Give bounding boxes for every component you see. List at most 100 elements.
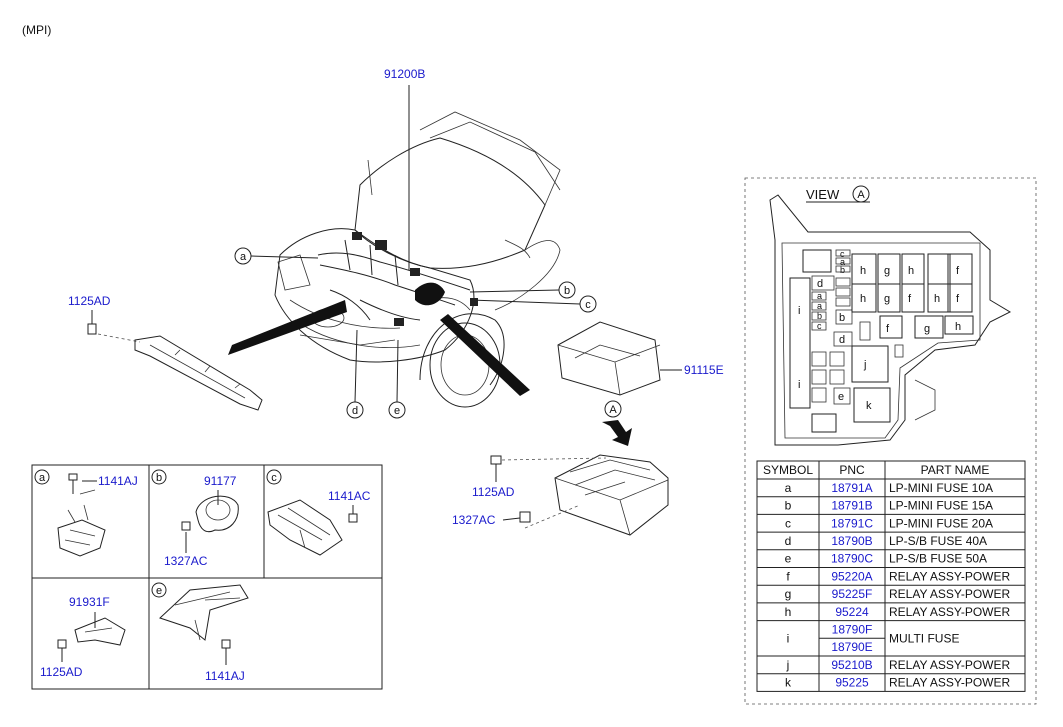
- svg-text:f: f: [956, 293, 960, 305]
- table-part-name: RELAY ASSY-POWER: [889, 676, 1010, 690]
- svg-text:d: d: [839, 334, 845, 346]
- table-pnc: 18790F: [832, 622, 873, 636]
- variant-label: (MPI): [22, 23, 51, 37]
- svg-text:91931F: 91931F: [69, 595, 110, 609]
- svg-text:A: A: [857, 189, 865, 201]
- table-symbol: f: [786, 569, 790, 583]
- fuse-cover-label: 91115E: [684, 363, 724, 377]
- harness-callout: 91200B: [384, 67, 425, 81]
- detail-panel-e: e 1141AJ: [151, 582, 249, 683]
- table-pnc: 95210B: [831, 658, 872, 672]
- table-part-name: LP-S/B FUSE 50A: [889, 552, 987, 566]
- table-part-name: LP-MINI FUSE 20A: [889, 516, 993, 530]
- svg-text:h: h: [908, 265, 914, 277]
- table-part-name: LP-MINI FUSE 15A: [889, 499, 993, 513]
- table-part-name: MULTI FUSE: [889, 631, 959, 645]
- svg-text:h: h: [860, 265, 866, 277]
- callout-b: b: [469, 281, 576, 299]
- callout-c: c: [469, 295, 597, 313]
- bolt-left-label: 1125AD: [68, 294, 111, 308]
- svg-text:k: k: [866, 400, 872, 412]
- svg-text:d: d: [817, 278, 823, 290]
- table-pnc: 18790E: [831, 640, 872, 654]
- table-pnc: 18791A: [831, 481, 872, 495]
- svg-text:f: f: [956, 265, 960, 277]
- svg-text:f: f: [908, 293, 912, 305]
- svg-text:c: c: [585, 299, 591, 311]
- nut-box-label: 1327AC: [452, 513, 496, 527]
- svg-text:d: d: [352, 405, 358, 417]
- svg-text:1125AD: 1125AD: [40, 665, 83, 679]
- svg-text:h: h: [860, 293, 866, 305]
- svg-text:b: b: [839, 312, 845, 324]
- svg-text:a: a: [39, 472, 46, 484]
- svg-text:b: b: [817, 311, 822, 321]
- table-pnc: 18790B: [831, 534, 872, 548]
- car-illustration: [228, 111, 561, 408]
- table-symbol: c: [785, 516, 791, 530]
- detail-panel-f: 91931F 1125AD: [40, 595, 126, 679]
- table-part-name: RELAY ASSY-POWER: [889, 569, 1010, 583]
- table-part-name: RELAY ASSY-POWER: [889, 658, 1010, 672]
- table-symbol: k: [785, 676, 792, 690]
- table-part-name: LP-MINI FUSE 10A: [889, 481, 993, 495]
- view-panel-border: [744, 177, 1037, 705]
- svg-text:g: g: [924, 323, 930, 335]
- callout-d: d: [346, 329, 364, 419]
- fuse-box-cover: 91115E: [557, 321, 724, 396]
- svg-text:j: j: [863, 359, 866, 371]
- table-pnc: 18791C: [831, 516, 873, 530]
- svg-text:f: f: [886, 323, 890, 335]
- svg-text:a: a: [817, 301, 822, 311]
- table-header: PART NAME: [921, 463, 990, 477]
- svg-text:A: A: [609, 404, 617, 416]
- fuse-box-body: 1125AD 1327AC: [452, 454, 669, 536]
- table-symbol: a: [785, 481, 792, 495]
- svg-text:c: c: [271, 472, 277, 484]
- svg-text:c: c: [817, 321, 822, 331]
- svg-text:1141AJ: 1141AJ: [98, 474, 138, 488]
- table-part-name: RELAY ASSY-POWER: [889, 587, 1010, 601]
- svg-text:b: b: [156, 472, 162, 484]
- svg-text:g: g: [884, 265, 890, 277]
- view-a-drawing: VIEW A c a b d a a b c b i i: [769, 185, 1012, 446]
- svg-text:i: i: [798, 305, 800, 317]
- svg-text:91177: 91177: [204, 474, 237, 488]
- svg-text:g: g: [884, 293, 890, 305]
- table-symbol: e: [785, 552, 792, 566]
- table-pnc: 95225F: [832, 587, 873, 601]
- view-label: VIEW: [806, 187, 840, 202]
- table-symbol: i: [787, 631, 790, 645]
- parts-table: SYMBOL PNC PART NAME a 18791A LP-MINI FUSE 10…: [756, 460, 1026, 692]
- svg-text:b: b: [840, 265, 845, 275]
- view-arrow: A: [602, 400, 632, 446]
- svg-text:i: i: [798, 379, 800, 391]
- table-part-name: LP-S/B FUSE 40A: [889, 534, 987, 548]
- table-header: SYMBOL: [763, 463, 813, 477]
- callout-a: a: [234, 247, 319, 265]
- svg-text:c: c: [840, 249, 845, 259]
- table-pnc: 18791B: [831, 499, 872, 513]
- svg-text:b: b: [564, 285, 570, 297]
- svg-text:a: a: [240, 251, 247, 263]
- table-symbol: j: [786, 658, 790, 672]
- table-part-name: RELAY ASSY-POWER: [889, 605, 1010, 619]
- detail-panels: a 1141AJ b 91177 1327AC c 1141AC: [31, 464, 383, 690]
- svg-text:e: e: [838, 391, 844, 403]
- svg-text:e: e: [156, 585, 162, 597]
- svg-text:h: h: [934, 293, 940, 305]
- svg-text:1141AJ: 1141AJ: [205, 669, 245, 683]
- detail-panel-c: c 1141AC: [266, 469, 371, 556]
- table-symbol: h: [785, 605, 792, 619]
- table-header: PNC: [839, 463, 865, 477]
- svg-text:h: h: [955, 321, 961, 333]
- detail-panel-a: a 1141AJ: [34, 469, 138, 557]
- detail-panel-b: b 91177 1327AC: [151, 469, 239, 568]
- callout-e: e: [388, 339, 406, 419]
- table-symbol: d: [785, 534, 792, 548]
- table-pnc: 95224: [835, 605, 869, 619]
- bolt-box-label: 1125AD: [472, 485, 515, 499]
- svg-text:e: e: [394, 405, 400, 417]
- table-frame: [756, 460, 1026, 692]
